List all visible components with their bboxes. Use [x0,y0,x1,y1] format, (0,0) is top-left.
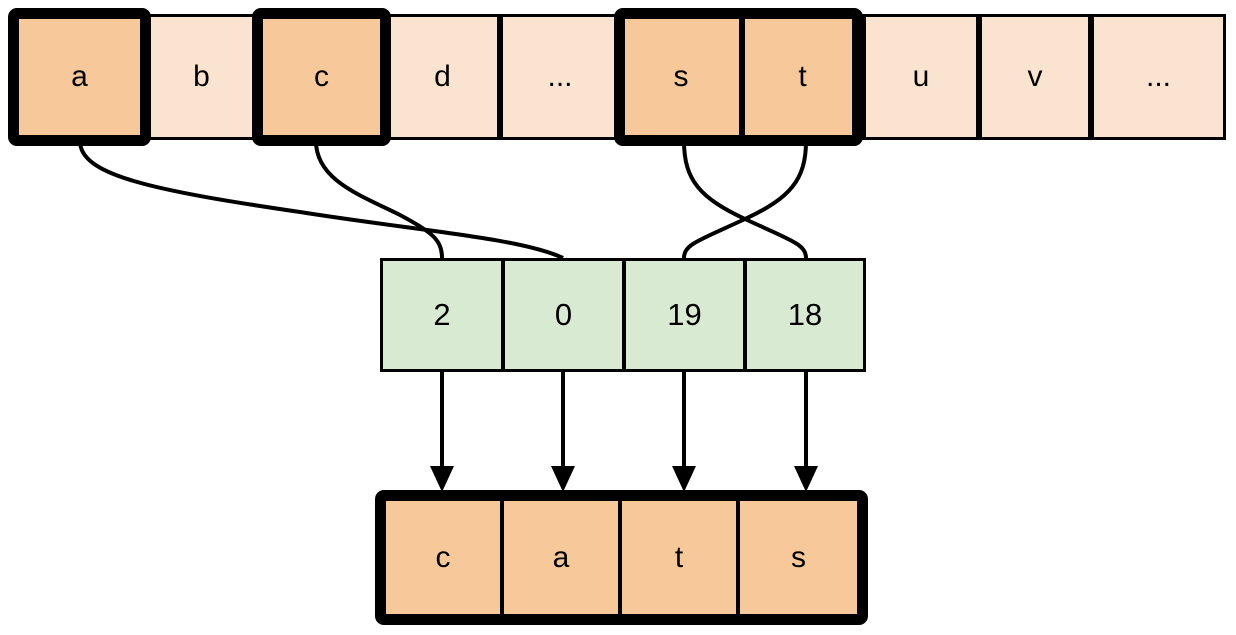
output-cell-1[interactable]: a [504,501,622,614]
alphabet-cell-2[interactable]: c [258,14,385,140]
alphabet-strip: a b c d ... s t u v ... [14,14,1226,140]
index-cell-value: 18 [787,297,823,332]
alphabet-cell-label: d [434,60,451,93]
alphabet-cell-label: s [673,60,689,93]
index-cell-2[interactable]: 19 [623,258,746,372]
alphabet-cell-0[interactable]: a [14,14,145,140]
alphabet-cell-6[interactable]: t [742,14,863,140]
link-curve-t-to-19 [682,140,808,259]
output-cell-2[interactable]: t [622,501,740,614]
link-curve-s-to-18 [682,140,808,259]
output-word-row: c a t s [375,490,868,625]
output-cell-label: s [791,540,806,574]
alphabet-cell-label: ... [1145,60,1171,93]
alphabet-cell-4[interactable]: ... [500,14,620,140]
index-cell-3[interactable]: 18 [744,258,866,372]
arrow-18-to-s [794,372,818,492]
output-cell-3[interactable]: s [740,501,857,614]
output-cell-label: c [435,540,451,574]
arrow-19-to-t [672,372,696,492]
index-cell-value: 2 [433,297,451,332]
alphabet-cell-8[interactable]: v [979,14,1091,140]
alphabet-cell-label: t [798,60,807,93]
alphabet-cell-7[interactable]: u [863,14,979,140]
output-cell-0[interactable]: c [386,501,504,614]
link-curve-a-to-0 [78,140,564,260]
alphabet-cell-label: c [314,60,329,93]
alphabet-cell-label: a [71,60,88,93]
arrow-2-to-c [430,372,454,492]
alphabet-cell-5[interactable]: s [620,14,742,140]
alphabet-cell-label: v [1027,60,1043,93]
alphabet-cell-label: b [193,60,210,93]
link-curve-c-to-2 [314,140,444,259]
alphabet-cell-9[interactable]: ... [1091,14,1226,140]
alphabet-cell-label: u [912,60,930,93]
output-cell-label: a [552,540,570,574]
index-cell-value: 0 [554,297,573,332]
arrow-0-to-a [551,372,575,492]
index-cell-0[interactable]: 2 [380,258,504,372]
alphabet-cell-label: ... [547,60,573,93]
index-array: 2 0 19 18 [380,258,866,372]
output-cell-label: t [674,540,684,574]
alphabet-cell-3[interactable]: d [385,14,500,140]
index-cell-1[interactable]: 0 [502,258,625,372]
alphabet-cell-1[interactable]: b [145,14,258,140]
index-cell-value: 19 [667,297,702,332]
